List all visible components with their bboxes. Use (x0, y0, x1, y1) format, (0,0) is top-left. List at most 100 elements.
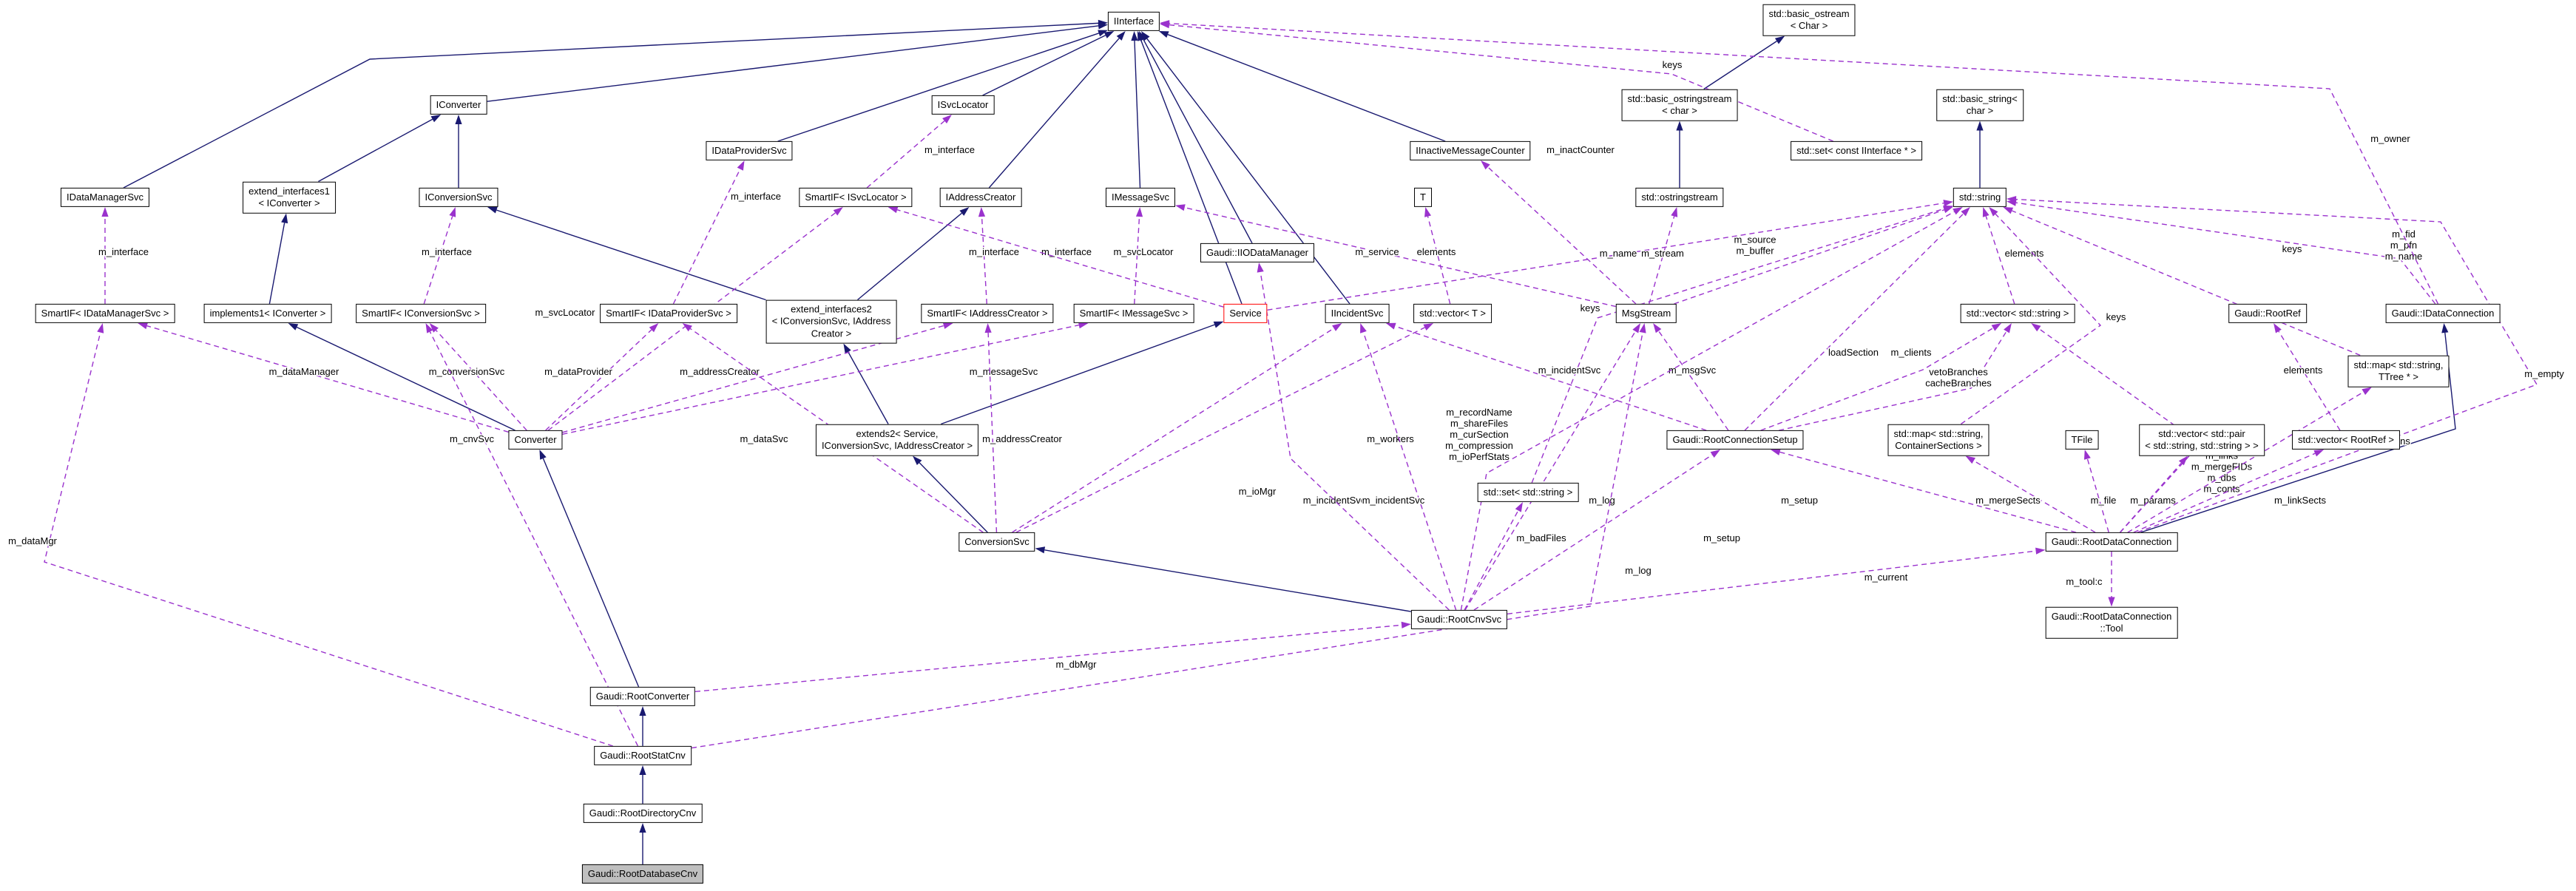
node-T: T (1414, 187, 1432, 208)
edge-converter-smartif_iconversionsvc: m_conversionSvc (427, 323, 527, 431)
edge-rootcnvsvc-iincidentsvc: m_incidentSvc (1360, 323, 1457, 611)
edge-label: m_current (1865, 572, 1908, 583)
node-idataconnection: Gaudi::IDataConnection (2385, 303, 2501, 324)
edge-set_string-string: keys (1531, 205, 1953, 484)
edge-rootdataconnection-vector_pair: m_params (2119, 455, 2188, 533)
edge-label: m_dataSvc (740, 433, 788, 444)
node-rootdataconnection: Gaudi::RootDataConnection (2045, 532, 2178, 552)
node-conversionsvc: ConversionSvc (959, 532, 1035, 552)
edge-msgstream-imessagesvc: m_service (1175, 204, 1617, 308)
edge-label: m_incidentSvc (1362, 495, 1425, 506)
edge-label: m_interface (924, 144, 975, 155)
edge-converter-smartif_iaddresscreator: m_addressCreator (562, 322, 953, 433)
node-idataprovidersvc: IDataProviderSvc (706, 140, 793, 161)
node-service: Service (1223, 303, 1268, 324)
edge-smartif_isvclocator-isvclocator: m_interface (866, 115, 976, 189)
edge-label: m_name (1600, 248, 1637, 259)
edge-basic_ostringstream-basic_ostream (1703, 35, 1785, 90)
node-smartif_iaddresscreator: SmartIF< IAddressCreator > (921, 303, 1054, 324)
edge-label: m_cnvSvc (450, 433, 494, 444)
edge-rootdataconnection-tfile: m_file (2083, 450, 2117, 533)
edge-label: m_incidentSvc (1303, 495, 1366, 506)
edge-extends2-extint2 (843, 343, 889, 424)
node-basic_string: std::basic_string< char > (1936, 89, 2024, 121)
edge-vector_T-T: elements (1416, 207, 1457, 305)
edge-smartif_idatamanagersvc-idatamanagersvc: m_interface (98, 207, 149, 304)
node-smartif_imessagesvc: SmartIF< IMessageSvc > (1073, 303, 1194, 324)
edge-extint1-iconverter (318, 115, 442, 183)
node-idatamanagersvc: IDataManagerSvc (60, 187, 150, 208)
edge-rootstatcnv-msgstream: m_log (691, 323, 1652, 749)
edge-idataconnection-iinterface: m_owner (1160, 20, 2439, 305)
edge-set_iinterface-iinterface: keys (1160, 21, 1834, 142)
node-extint1: extend_interfaces1 < IConverter > (243, 181, 336, 214)
edge-label: m_linkSects (2274, 495, 2327, 506)
node-vector_rootref: std::vector< RootRef > (2291, 430, 2401, 450)
node-smartif_isvclocator: SmartIF< ISvcLocator > (799, 187, 913, 208)
edge-label: m_empty (2524, 368, 2564, 379)
edge-label: m_log (1625, 565, 1651, 576)
edge-rootstatcnv-rootconverter (639, 706, 646, 746)
node-map_containersections: std::map< std::string, ContainerSections… (1887, 424, 1990, 456)
edge-rootdataconnection-string: m_empty (2007, 196, 2566, 533)
edge-label: m_stream (1641, 248, 1684, 259)
edge-msgstream-ostringstream: m_stream (1640, 207, 1685, 305)
edge-idatamanagersvc-iinterface (123, 19, 1108, 189)
edge-vector_string-string: elements (1982, 207, 2045, 305)
node-smartif_idataprovidersvc: SmartIF< IDataProviderSvc > (600, 303, 737, 324)
edge-label: m_conversionSvc (429, 366, 505, 377)
edge-label: m_setup (1781, 495, 1818, 506)
edge-rootcnvsvc-rootdataconnection: m_current (1507, 547, 2046, 614)
edge-label: m_dbMgr (1056, 659, 1098, 670)
edge-label: keys (1581, 302, 1600, 314)
edge-rootdataconnection-rootconnectionsetup: m_setup (1770, 448, 2077, 533)
edge-label: keys (1663, 59, 1683, 70)
node-map_ttree: std::map< std::string, TTree * > (2347, 355, 2450, 387)
edge-label: elements (1417, 246, 1456, 257)
edge-smartif_iaddresscreator-iaddresscreator: m_interface (968, 207, 1020, 305)
edge-label: m_svcLocator (535, 307, 596, 318)
edge-label: m_workers (1367, 433, 1414, 444)
edge-label: m_tool:c (2066, 576, 2103, 587)
edge-rootstatcnv-smartif_iconversionsvc: m_cnvSvc (425, 323, 639, 747)
edge-label: m_inactCounter (1546, 144, 1615, 155)
edge-rootconverter-converter (539, 450, 640, 688)
node-tfile: TFile (2065, 430, 2099, 450)
edge-label: keys (2106, 311, 2126, 322)
edge-label: m_messageSvc (970, 366, 1038, 377)
edge-label: loadSection (1828, 347, 1879, 358)
edge-iaddresscreator-iinterface (988, 31, 1126, 189)
edge-rootconnectionsetup-msgstream: m_msgSvc (1653, 323, 1729, 431)
node-rootcnvsvc: Gaudi::RootCnvSvc (1410, 609, 1508, 630)
node-set_string: std::set< std::string > (1477, 482, 1579, 503)
node-rootref: Gaudi::RootRef (2228, 303, 2307, 324)
edge-label: m_dataManager (269, 366, 339, 377)
edge-converter-implements1 (288, 323, 515, 431)
node-smartif_idatamanagersvc: SmartIF< IDataManagerSvc > (35, 303, 175, 324)
edge-label: m_log (1589, 495, 1615, 506)
edge-smartif_imessagesvc-imessagesvc: m_interface (1041, 207, 1143, 305)
node-iconversionsvc: IConversionSvc (419, 187, 498, 208)
edge-label: m_ioMgr (1239, 486, 1277, 497)
edge-label: m_file (2091, 495, 2117, 506)
edge-rootcnvsvc-conversionsvc (1035, 546, 1412, 612)
node-rootconverter: Gaudi::RootConverter (589, 686, 696, 707)
edge-rootcnvsvc-msgstream: m_log (1464, 323, 1641, 611)
node-iinactivemsgcounter: IInactiveMessageCounter (1410, 140, 1531, 161)
edge-label: m_interface (1041, 246, 1092, 257)
node-iinterface: IInterface (1107, 11, 1160, 32)
edge-conversionsvc-vector_T: m_workers (1015, 323, 1434, 533)
node-converter: Converter (508, 430, 563, 450)
edge-map_containersections-string: keys (1960, 207, 2127, 425)
node-extint2: extend_interfaces2 < IConversionSvc, IAd… (765, 299, 897, 344)
